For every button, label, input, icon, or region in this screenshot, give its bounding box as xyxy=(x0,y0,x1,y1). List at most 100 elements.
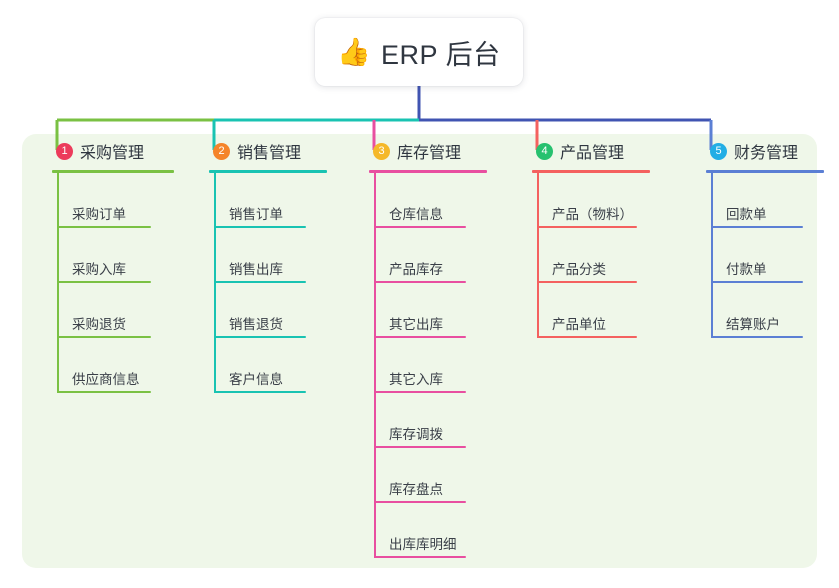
branch-item[interactable]: 采购入库 xyxy=(40,228,174,283)
branch-item-label: 客户信息 xyxy=(229,372,283,387)
branch-header-underline xyxy=(209,170,327,173)
branch-item-underline xyxy=(711,281,803,283)
branch-item-underline xyxy=(537,281,637,283)
branch-spine xyxy=(57,173,59,393)
branch-header-underline xyxy=(52,170,174,173)
branch-item-label: 采购退货 xyxy=(72,317,126,332)
branch-header-underline xyxy=(532,170,650,173)
branch-item-label: 付款单 xyxy=(726,262,767,277)
branch-item[interactable]: 仓库信息 xyxy=(357,173,487,228)
branch-item[interactable]: 采购退货 xyxy=(40,283,174,338)
branch-item-label: 产品（物料） xyxy=(552,207,633,222)
branch-item-label: 供应商信息 xyxy=(72,372,140,387)
branch-item[interactable]: 结算账户 xyxy=(694,283,824,338)
branch-item-label: 产品分类 xyxy=(552,262,606,277)
branch-header-5[interactable]: 5 财务管理 xyxy=(694,134,824,168)
diagram-background-panel xyxy=(22,134,817,568)
branch-item-underline xyxy=(57,281,151,283)
branch-number-badge: 4 xyxy=(536,142,553,160)
branch-item[interactable]: 出库库明细 xyxy=(357,503,487,558)
thumbs-up-icon: 👍 xyxy=(337,36,372,68)
branch-item[interactable]: 其它出库 xyxy=(357,283,487,338)
branch-item-underline xyxy=(537,226,637,228)
branch-item-underline xyxy=(214,281,306,283)
branch-number-badge: 2 xyxy=(213,142,230,160)
branch-item-label: 回款单 xyxy=(726,207,767,222)
branch-item-label: 其它入库 xyxy=(389,372,443,387)
branch-item-underline xyxy=(374,391,466,393)
branch-spine xyxy=(711,173,713,338)
branch-item-underline xyxy=(374,281,466,283)
branch-spine xyxy=(537,173,539,338)
branch-item[interactable]: 客户信息 xyxy=(197,338,327,393)
branch-items: 产品（物料） 产品分类产品单位 xyxy=(520,173,650,338)
branch-item-underline xyxy=(374,501,466,503)
branch-spine xyxy=(214,173,216,393)
branch-item[interactable]: 付款单 xyxy=(694,228,824,283)
branch-item-label: 销售订单 xyxy=(229,207,283,222)
branch-header-3[interactable]: 3 库存管理 xyxy=(357,134,487,168)
branch-number-badge: 1 xyxy=(56,142,73,160)
branch-item-underline xyxy=(374,446,466,448)
branch-item-label: 产品单位 xyxy=(552,317,606,332)
branch-header-2[interactable]: 2 销售管理 xyxy=(197,134,327,168)
branch-item-label: 销售出库 xyxy=(229,262,283,277)
branch-item-label: 其它出库 xyxy=(389,317,443,332)
branch-item[interactable]: 库存盘点 xyxy=(357,448,487,503)
branch-item-underline xyxy=(711,226,803,228)
branch-columns: 1 采购管理采购订单采购入库采购退货供应商信息 2 销售管理销售订单销售出库销售退货客… xyxy=(22,134,824,568)
branch-column-5: 5 财务管理回款单付款单结算账户 xyxy=(694,134,824,338)
root-title: ERP 后台 xyxy=(381,39,501,70)
branch-item[interactable]: 销售订单 xyxy=(197,173,327,228)
branch-column-3: 3 库存管理仓库信息产品库存其它出库其它入库库存调拨库存盘点出库库明细 xyxy=(357,134,487,558)
branch-items: 采购订单采购入库采购退货供应商信息 xyxy=(40,173,174,393)
branch-items: 销售订单销售出库销售退货客户信息 xyxy=(197,173,327,393)
branch-item-underline xyxy=(57,226,151,228)
branch-item-underline xyxy=(711,336,803,338)
branch-item-label: 库存调拨 xyxy=(389,427,443,442)
branch-title: 采购管理 xyxy=(80,145,145,162)
branch-item[interactable]: 产品库存 xyxy=(357,228,487,283)
branch-item-label: 销售退货 xyxy=(229,317,283,332)
branch-item[interactable]: 库存调拨 xyxy=(357,393,487,448)
branch-title: 库存管理 xyxy=(397,145,462,162)
branch-item-underline xyxy=(57,391,151,393)
branch-item[interactable]: 其它入库 xyxy=(357,338,487,393)
branch-item-underline xyxy=(374,556,466,558)
branch-header-underline xyxy=(369,170,487,173)
branch-item-label: 出库库明细 xyxy=(389,537,457,552)
branch-item[interactable]: 回款单 xyxy=(694,173,824,228)
branch-item-label: 采购入库 xyxy=(72,262,126,277)
branch-item-underline xyxy=(214,226,306,228)
branch-item[interactable]: 产品单位 xyxy=(520,283,650,338)
branch-column-1: 1 采购管理采购订单采购入库采购退货供应商信息 xyxy=(40,134,174,393)
branch-item[interactable]: 销售出库 xyxy=(197,228,327,283)
branch-items: 回款单付款单结算账户 xyxy=(694,173,824,338)
branch-items: 仓库信息产品库存其它出库其它入库库存调拨库存盘点出库库明细 xyxy=(357,173,487,558)
branch-item[interactable]: 销售退货 xyxy=(197,283,327,338)
branch-item[interactable]: 供应商信息 xyxy=(40,338,174,393)
branch-item-label: 结算账户 xyxy=(726,317,780,332)
branch-spine xyxy=(374,173,376,558)
branch-title: 财务管理 xyxy=(734,145,799,162)
branch-number-badge: 5 xyxy=(710,142,727,160)
root-node[interactable]: 👍 ERP 后台 xyxy=(315,18,523,86)
branch-item-underline xyxy=(214,391,306,393)
branch-item-underline xyxy=(57,336,151,338)
branch-item-underline xyxy=(374,336,466,338)
branch-item-label: 产品库存 xyxy=(389,262,443,277)
branch-item-underline xyxy=(374,226,466,228)
branch-header-underline xyxy=(706,170,824,173)
branch-header-1[interactable]: 1 采购管理 xyxy=(40,134,174,168)
branch-item[interactable]: 产品（物料） xyxy=(520,173,650,228)
branch-item[interactable]: 采购订单 xyxy=(40,173,174,228)
branch-column-2: 2 销售管理销售订单销售出库销售退货客户信息 xyxy=(197,134,327,393)
branch-number-badge: 3 xyxy=(373,142,390,160)
branch-item[interactable]: 产品分类 xyxy=(520,228,650,283)
branch-title: 销售管理 xyxy=(237,145,302,162)
branch-item-underline xyxy=(214,336,306,338)
branch-item-label: 仓库信息 xyxy=(389,207,443,222)
